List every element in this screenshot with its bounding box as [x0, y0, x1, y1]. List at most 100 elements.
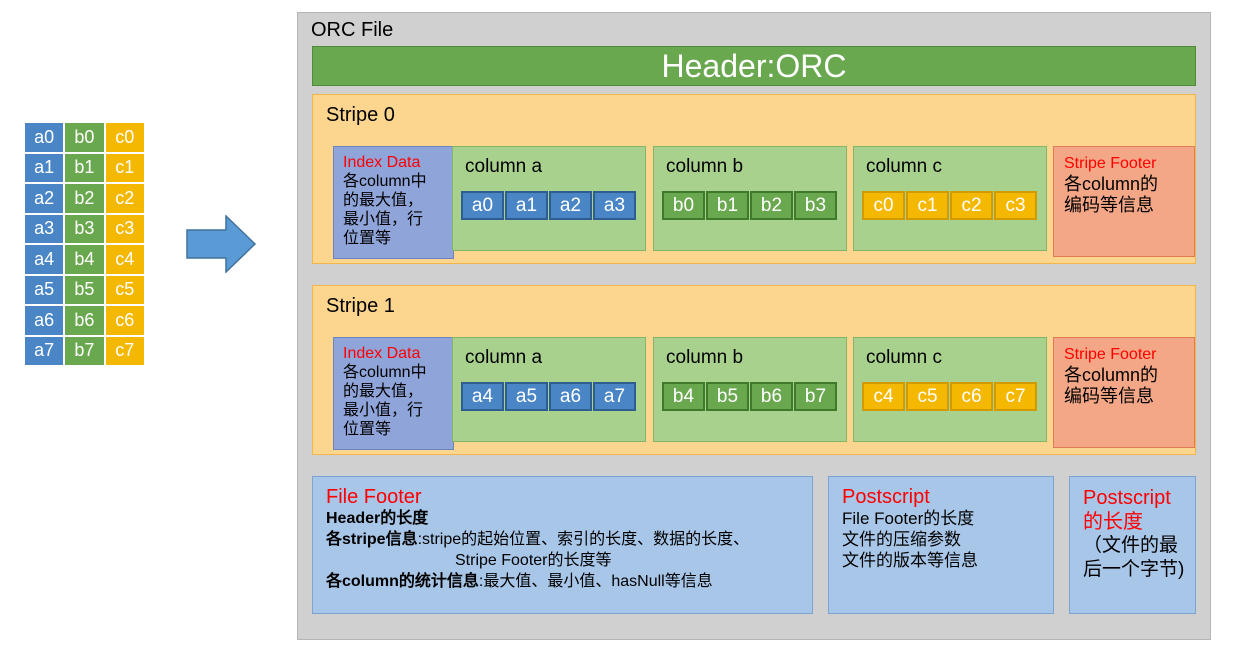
data-cell: a0	[461, 191, 504, 220]
table-cell: b6	[64, 305, 105, 336]
table-cell: b4	[64, 244, 105, 275]
column-label: column a	[465, 347, 543, 368]
file-footer-line: 各column的统计信息:最大值、最小值、hasNull等信息	[326, 571, 812, 592]
data-cell: c6	[950, 382, 993, 411]
data-cell: b4	[662, 382, 705, 411]
data-cell: a5	[505, 382, 548, 411]
table-cell: c2	[104, 183, 145, 214]
data-cell: c1	[906, 191, 949, 220]
table-cell: c1	[104, 152, 145, 183]
column-b-box: column b b0 b1 b2 b3	[653, 146, 847, 251]
data-cell: c0	[862, 191, 905, 220]
stripe-footer-desc: 各column的编码等信息	[1064, 174, 1159, 215]
data-cell: a7	[593, 382, 636, 411]
table-cell: b2	[64, 183, 105, 214]
index-data-desc: 各column中的最大值，最小值，行位置等	[343, 173, 427, 247]
index-data-box: Index Data 各column中的最大值，最小值，行位置等	[333, 146, 454, 259]
data-cell: b5	[706, 382, 749, 411]
column-label: column c	[866, 156, 943, 177]
index-data-box: Index Data 各column中的最大值，最小值，行位置等	[333, 337, 454, 450]
stripe-footer-title: Stripe Footer	[1064, 346, 1157, 363]
file-footer-line: Header的长度	[326, 510, 429, 527]
file-footer-line: Stripe Footer的长度等	[455, 552, 612, 569]
table-cell: b3	[64, 213, 105, 244]
postscript-line: 文件的版本等信息	[842, 551, 978, 570]
data-cell: a6	[549, 382, 592, 411]
stripe-0: Stripe 0 Index Data 各column中的最大值，最小值，行位置…	[312, 94, 1196, 264]
index-data-desc: 各column中的最大值，最小值，行位置等	[343, 364, 427, 438]
file-footer-line: 各stripe信息:stripe的起始位置、索引的长度、数据的长度、	[326, 529, 812, 550]
postscript-length-title: 的长度	[1083, 511, 1143, 533]
file-footer-line-text: :stripe的起始位置、索引的长度、数据的长度、	[417, 531, 750, 548]
data-cell: c3	[994, 191, 1037, 220]
table-cell: c7	[104, 335, 145, 366]
column-label: column a	[465, 156, 543, 177]
postscript-length-desc: （文件的最	[1083, 535, 1179, 556]
stripe-footer-title: Stripe Footer	[1064, 155, 1157, 172]
data-cell: c2	[950, 191, 993, 220]
stripe-footer-box: Stripe Footer 各column的编码等信息	[1053, 146, 1195, 257]
data-cell: b3	[794, 191, 837, 220]
column-c-box: column c c0 c1 c2 c3	[853, 146, 1047, 251]
column-a-box: column a a0 a1 a2 a3	[452, 146, 646, 251]
data-cell: b0	[662, 191, 705, 220]
table-cell: a4	[24, 244, 65, 275]
table-cell: b1	[64, 152, 105, 183]
data-cell: a2	[549, 191, 592, 220]
table-cell: a7	[24, 335, 65, 366]
file-footer-line-label: 各stripe信息	[326, 531, 418, 548]
table-cell: c0	[104, 122, 145, 153]
data-cell: a1	[505, 191, 548, 220]
data-cell: c5	[906, 382, 949, 411]
stripe-footer-desc: 各column的编码等信息	[1064, 365, 1159, 406]
data-cell: a4	[461, 382, 504, 411]
table-cell: c6	[104, 305, 145, 336]
data-cell: b1	[706, 191, 749, 220]
postscript-length-title: Postscript	[1083, 487, 1171, 509]
column-label: column c	[866, 347, 943, 368]
index-data-title: Index Data	[343, 154, 421, 171]
table-cell: a0	[24, 122, 65, 153]
right-arrow-icon	[186, 215, 256, 273]
postscript-title: Postscript	[842, 486, 930, 508]
column-c-box: column c c4 c5 c6 c7	[853, 337, 1047, 442]
data-cell: b2	[750, 191, 793, 220]
data-cell: b6	[750, 382, 793, 411]
stripe-title: Stripe 1	[326, 295, 395, 317]
stripe-footer-box: Stripe Footer 各column的编码等信息	[1053, 337, 1195, 448]
table-cell: a6	[24, 305, 65, 336]
index-data-title: Index Data	[343, 345, 421, 362]
orc-header: Header:ORC	[312, 46, 1196, 86]
column-a-box: column a a4 a5 a6 a7	[452, 337, 646, 442]
postscript-line: 文件的压缩参数	[842, 530, 961, 549]
table-cell: a1	[24, 152, 65, 183]
postscript-length-box: Postscript 的长度 （文件的最 后一个字节)	[1069, 476, 1196, 614]
postscript-box: Postscript File Footer的长度 文件的压缩参数 文件的版本等…	[828, 476, 1054, 614]
data-cell: c4	[862, 382, 905, 411]
stripe-title: Stripe 0	[326, 104, 395, 126]
file-footer-title: File Footer	[326, 486, 422, 508]
table-cell: b5	[64, 274, 105, 305]
table-cell: a3	[24, 213, 65, 244]
stripe-1: Stripe 1 Index Data 各column中的最大值，最小值，行位置…	[312, 285, 1196, 455]
table-cell: c3	[104, 213, 145, 244]
table-cell: a5	[24, 274, 65, 305]
file-footer-line-text: :最大值、最小值、hasNull等信息	[478, 573, 713, 590]
table-cell: c4	[104, 244, 145, 275]
file-footer-box: File Footer Header的长度 各stripe信息:stripe的起…	[312, 476, 813, 614]
data-cell: b7	[794, 382, 837, 411]
column-label: column b	[666, 347, 744, 368]
column-label: column b	[666, 156, 744, 177]
table-cell: c5	[104, 274, 145, 305]
postscript-line: File Footer的长度	[842, 509, 975, 528]
orc-file-title: ORC File	[311, 19, 394, 41]
